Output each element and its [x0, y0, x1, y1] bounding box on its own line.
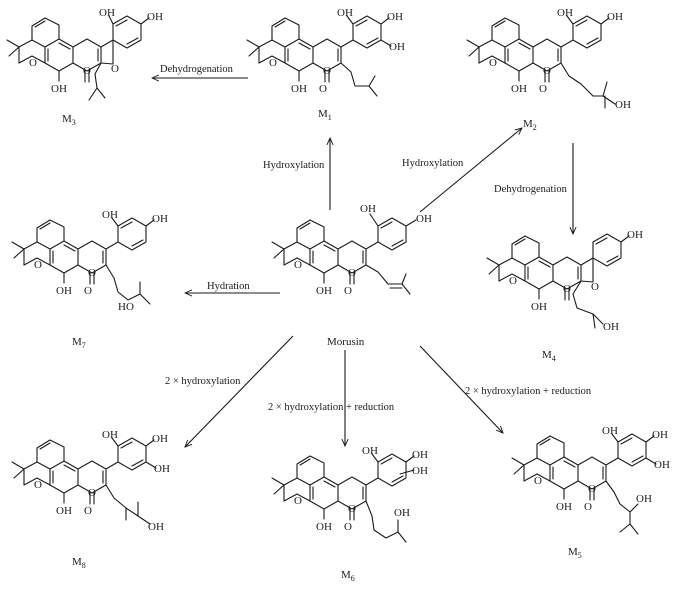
svg-text:OH: OH	[56, 505, 72, 517]
structure-m1: O O O OH OH OH OH	[246, 7, 405, 97]
label-m8: M8	[72, 556, 86, 570]
svg-text:OH: OH	[99, 7, 115, 19]
svg-text:OH: OH	[362, 445, 378, 457]
label-m1: M1	[318, 108, 332, 122]
svg-text:OH: OH	[154, 463, 170, 475]
svg-text:OH: OH	[387, 11, 403, 23]
reaction-label-hydroxylation-m2: Hydroxylation	[402, 158, 464, 169]
svg-text:O: O	[88, 267, 96, 279]
svg-text:OH: OH	[148, 521, 164, 533]
arrow-morusin-to-m5	[419, 345, 503, 433]
reaction-label-dehydrogenation-m4: Dehydrogenation	[494, 184, 568, 195]
svg-text:OH: OH	[627, 229, 643, 241]
svg-text:O: O	[111, 63, 119, 75]
svg-text:O: O	[34, 479, 42, 491]
label-m2: M2	[523, 118, 537, 132]
svg-text:O: O	[88, 487, 96, 499]
svg-text:O: O	[294, 495, 302, 507]
svg-text:O: O	[489, 57, 497, 69]
svg-text:OH: OH	[51, 83, 67, 95]
svg-text:OH: OH	[416, 213, 432, 225]
svg-text:OH: OH	[654, 459, 670, 471]
svg-text:OH: OH	[152, 433, 168, 445]
svg-text:O: O	[83, 65, 91, 77]
svg-text:OH: OH	[412, 465, 428, 477]
svg-text:HO: HO	[118, 301, 134, 313]
svg-text:O: O	[348, 267, 356, 279]
svg-text:OH: OH	[316, 521, 332, 533]
structure-morusin: O O O OH OH OH	[271, 203, 432, 297]
svg-text:O: O	[591, 281, 599, 293]
reaction-label-2x-hydroxylation-reduction-m5: 2 × hydroxylation + reduction	[465, 386, 592, 397]
label-m6: M6	[341, 569, 355, 583]
svg-text:OH: OH	[556, 501, 572, 513]
structure-m6: O O O OH OH OH OH OH	[271, 445, 428, 543]
svg-text:O: O	[34, 259, 42, 271]
svg-text:OH: OH	[531, 301, 547, 313]
svg-text:OH: OH	[607, 11, 623, 23]
svg-text:O: O	[543, 65, 551, 77]
label-m7: M7	[72, 336, 86, 350]
svg-text:OH: OH	[636, 493, 652, 505]
svg-text:OH: OH	[152, 213, 168, 225]
arrow-morusin-to-m8	[185, 335, 294, 447]
svg-text:O: O	[563, 283, 571, 295]
reaction-label-dehydrogenation-m3: Dehydrogenation	[160, 64, 234, 75]
svg-text:O: O	[539, 83, 547, 95]
label-m3: M3	[62, 113, 76, 127]
svg-text:O: O	[344, 285, 352, 297]
svg-text:OH: OH	[389, 41, 405, 53]
svg-text:O: O	[323, 65, 331, 77]
svg-text:O: O	[294, 259, 302, 271]
svg-text:OH: OH	[394, 507, 410, 519]
svg-text:OH: OH	[652, 429, 668, 441]
reaction-label-hydroxylation-m1: Hydroxylation	[263, 160, 325, 171]
svg-text:OH: OH	[360, 203, 376, 215]
structure-m5: O O O OH OH OH OH OH	[511, 425, 670, 535]
reaction-label-hydration-m7: Hydration	[207, 281, 250, 292]
svg-text:O: O	[269, 57, 277, 69]
svg-text:O: O	[84, 505, 92, 517]
svg-text:OH: OH	[337, 7, 353, 19]
svg-text:O: O	[534, 475, 542, 487]
svg-text:O: O	[588, 483, 596, 495]
structure-m8: O O O OH OH OH OH OH	[11, 429, 170, 533]
svg-text:O: O	[509, 275, 517, 287]
svg-text:OH: OH	[602, 425, 618, 437]
svg-text:OH: OH	[291, 83, 307, 95]
label-m4: M4	[542, 349, 556, 363]
svg-text:OH: OH	[615, 99, 631, 111]
arrow-morusin-to-m2	[419, 128, 522, 213]
svg-text:O: O	[84, 285, 92, 297]
structure-m2: O O O OH OH OH OH	[466, 7, 631, 111]
svg-text:O: O	[344, 521, 352, 533]
svg-text:OH: OH	[102, 209, 118, 221]
reaction-label-2x-hydroxylation-m8: 2 × hydroxylation	[165, 376, 241, 387]
structure-m7: O O O OH OH OH HO	[11, 209, 168, 313]
svg-text:O: O	[348, 503, 356, 515]
structure-m3: O O O OH OH OH	[6, 7, 163, 101]
svg-text:O: O	[29, 57, 37, 69]
label-m5: M5	[568, 546, 582, 560]
structure-m4: O O O OH OH OH	[486, 229, 643, 333]
svg-text:OH: OH	[603, 321, 619, 333]
svg-text:OH: OH	[557, 7, 573, 19]
svg-text:O: O	[584, 501, 592, 513]
svg-text:OH: OH	[56, 285, 72, 297]
reaction-label-2x-hydroxylation-reduction-m6: 2 × hydroxylation + reduction	[268, 402, 395, 413]
svg-text:OH: OH	[511, 83, 527, 95]
svg-text:O: O	[319, 83, 327, 95]
label-morusin: Morusin	[327, 336, 365, 348]
svg-text:OH: OH	[102, 429, 118, 441]
svg-text:OH: OH	[316, 285, 332, 297]
svg-text:OH: OH	[412, 449, 428, 461]
svg-text:OH: OH	[147, 11, 163, 23]
